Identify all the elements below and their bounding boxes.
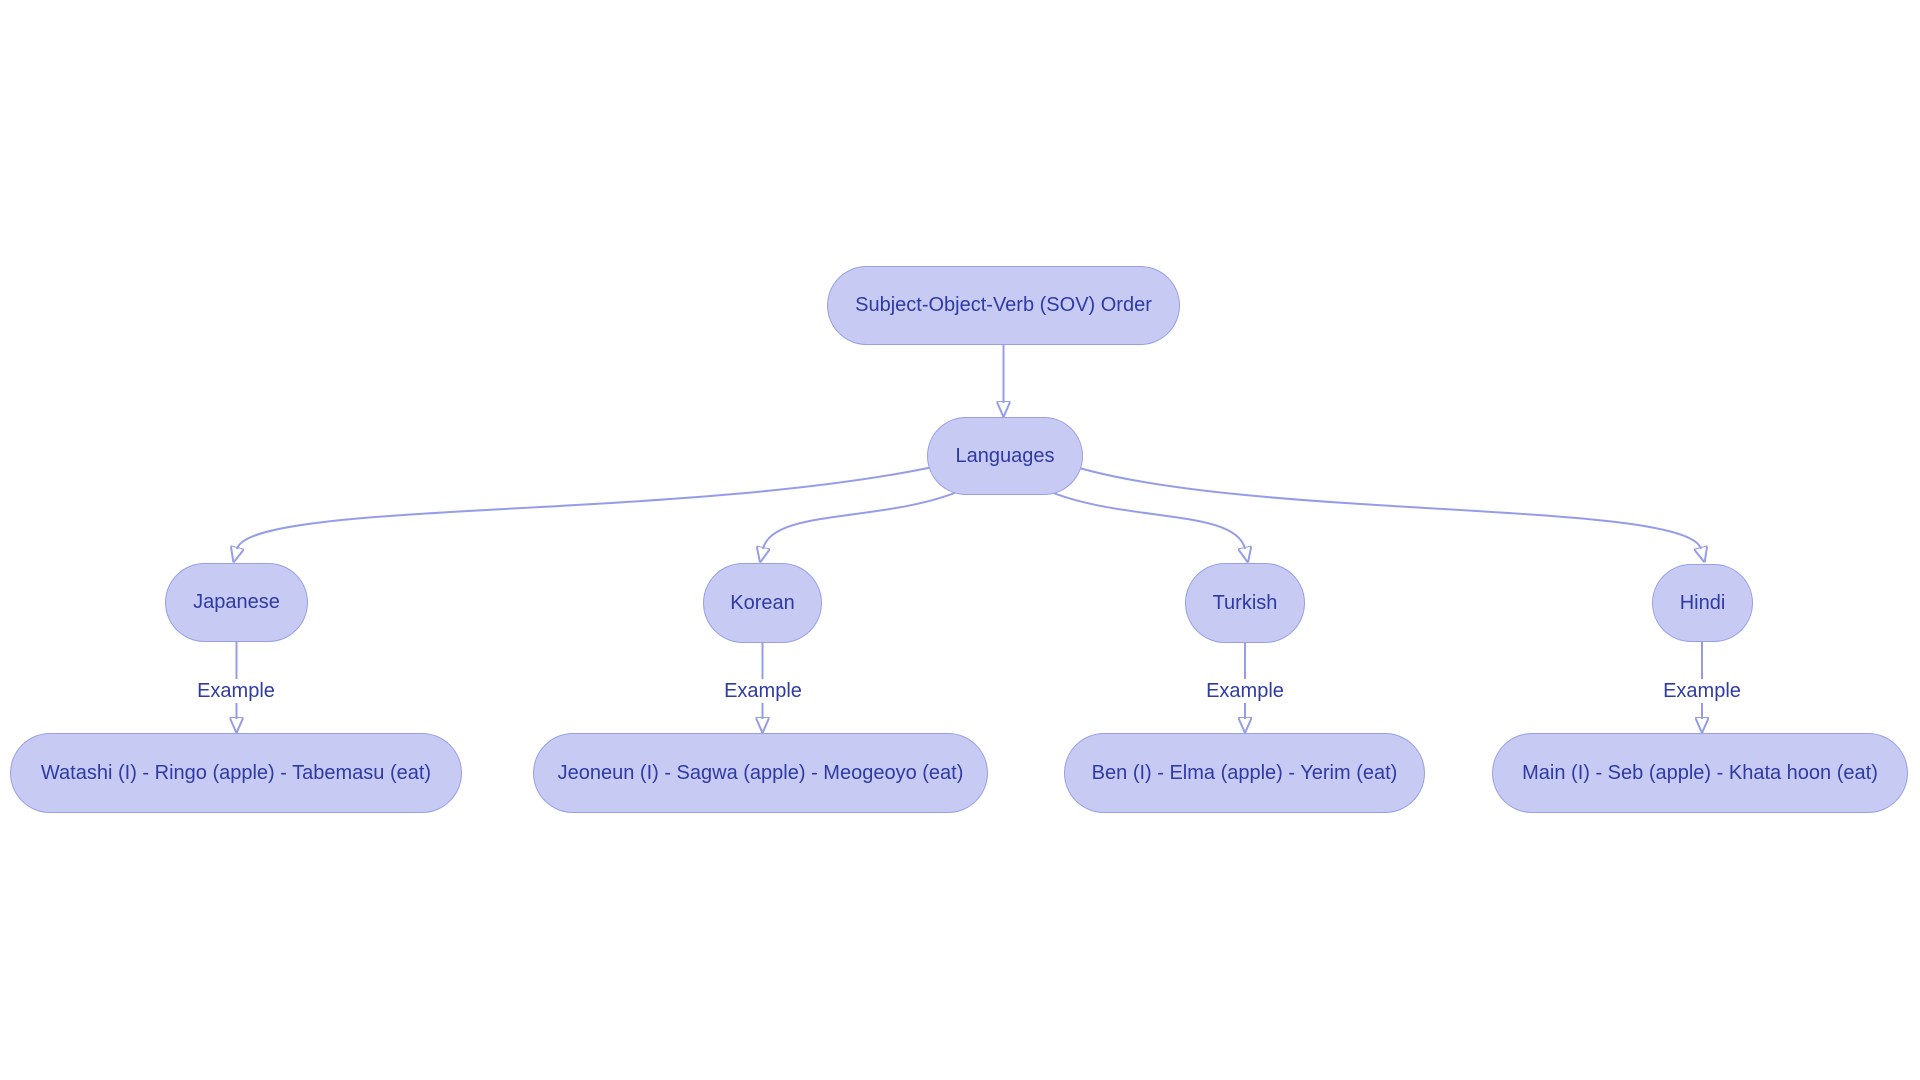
- node-sov-order: Subject-Object-Verb (SOV) Order: [827, 266, 1180, 345]
- node-korean-example: Jeoneun (I) - Sagwa (apple) - Meogeoyo (…: [533, 733, 988, 813]
- edge-label-example-turkish: Example: [1200, 679, 1290, 703]
- node-japanese-example: Watashi (I) - Ringo (apple) - Tabemasu (…: [10, 733, 462, 813]
- node-hindi: Hindi: [1652, 564, 1753, 642]
- edge-languages-to-hindi: [1075, 466, 1701, 549]
- edge-languages-to-turkish: [1045, 489, 1245, 549]
- node-turkish-example: Ben (I) - Elma (apple) - Yerim (eat): [1064, 733, 1425, 813]
- node-japanese: Japanese: [165, 563, 308, 642]
- node-hindi-example: Main (I) - Seb (apple) - Khata hoon (eat…: [1492, 733, 1908, 813]
- edge-label-example-hindi: Example: [1657, 679, 1747, 703]
- node-turkish: Turkish: [1185, 563, 1305, 643]
- edge-label-example-korean: Example: [718, 679, 808, 703]
- node-korean: Korean: [703, 563, 822, 643]
- edge-languages-to-korean: [763, 489, 963, 549]
- edge-label-example-japanese: Example: [191, 679, 281, 703]
- node-languages: Languages: [927, 417, 1083, 495]
- edge-languages-to-japanese: [237, 466, 934, 549]
